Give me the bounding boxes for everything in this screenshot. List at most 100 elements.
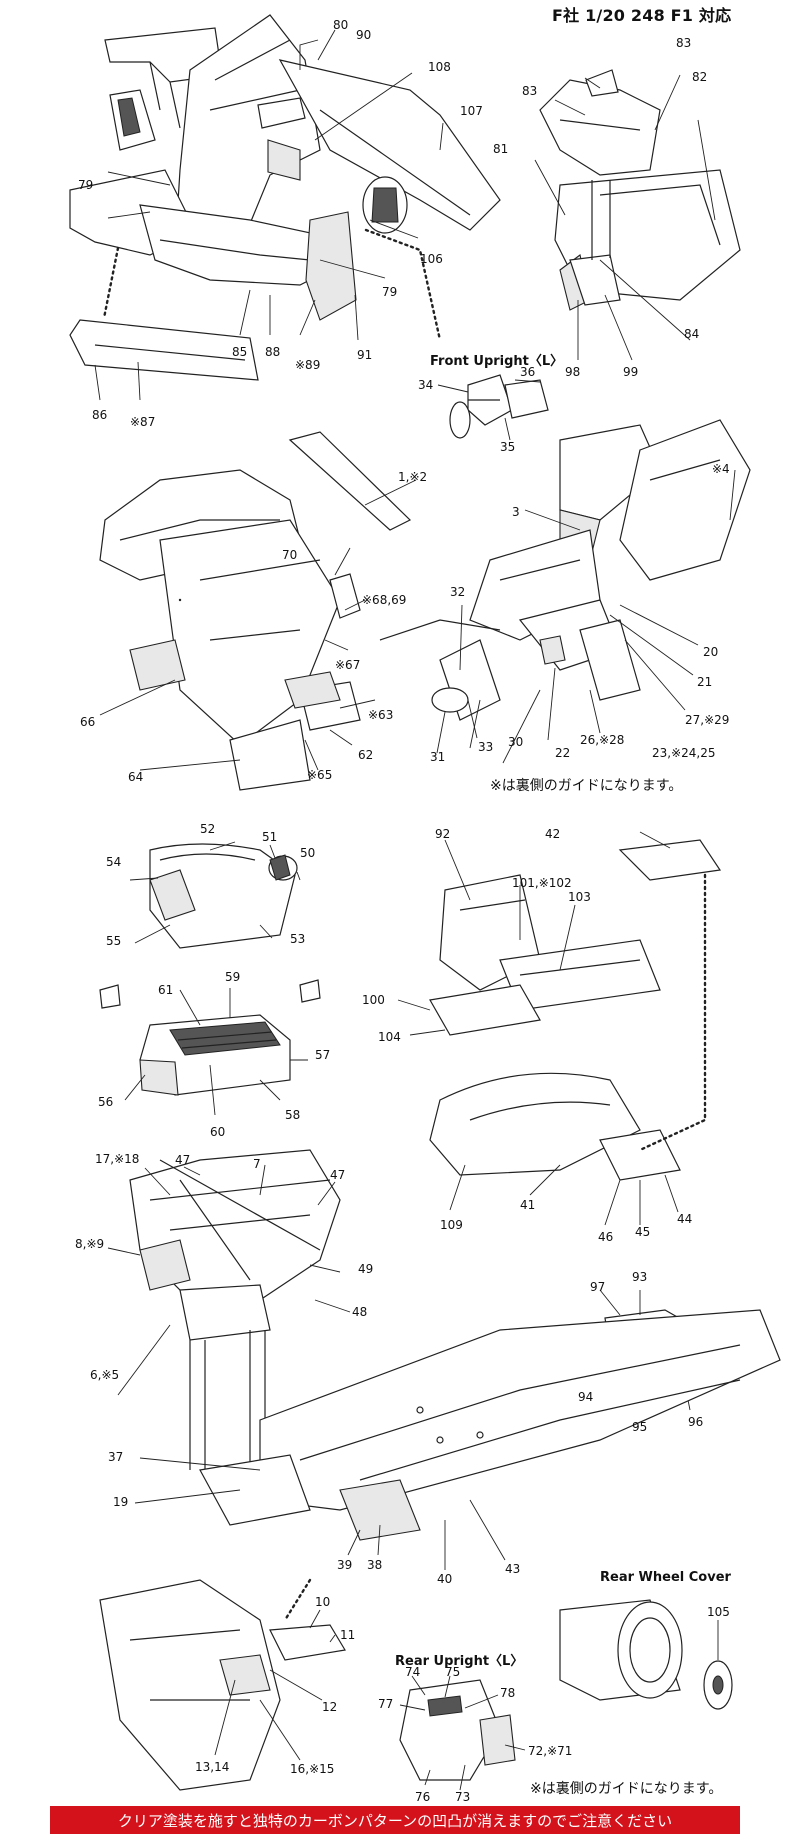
part-label: 109 xyxy=(440,1218,463,1232)
part-label: 17,※18 xyxy=(95,1152,140,1166)
part-label: 49 xyxy=(358,1262,374,1276)
part-label: 33 xyxy=(478,740,494,754)
part-label: 64 xyxy=(128,770,144,784)
part-label: 40 xyxy=(437,1572,453,1586)
rear-upright-heading: Rear Upright〈L〉 xyxy=(395,1654,524,1669)
floor-diffuser xyxy=(134,1309,781,1570)
part-label: 46 xyxy=(598,1230,614,1244)
part-label: ※4 xyxy=(712,462,730,476)
part-label: 76 xyxy=(415,1790,431,1804)
part-label: 26,※28 xyxy=(580,733,625,747)
airbox-parts xyxy=(129,841,301,949)
part-label: 106 xyxy=(420,252,443,266)
part-label: 43 xyxy=(505,1562,521,1576)
part-label: 50 xyxy=(300,846,316,860)
part-label: 77 xyxy=(378,1697,394,1711)
part-label: 82 xyxy=(692,70,708,84)
part-label: 99 xyxy=(623,365,639,379)
part-label: ※89 xyxy=(295,358,321,372)
part-label: 86 xyxy=(92,408,108,422)
warning-banner: クリア塗装を施すと独特のカーボンパターンの凹凸が消えますのでご注意ください xyxy=(50,1806,740,1834)
part-label: 58 xyxy=(285,1108,301,1122)
part-label: 10 xyxy=(315,1595,331,1609)
part-label: 20 xyxy=(703,645,719,659)
part-label: 59 xyxy=(225,970,241,984)
part-label: 94 xyxy=(578,1390,594,1404)
part-label: 11 xyxy=(340,1628,356,1642)
part-label: 13,14 xyxy=(195,1760,230,1774)
part-label: 44 xyxy=(677,1212,693,1226)
part-label: 62 xyxy=(358,748,374,762)
part-label: 98 xyxy=(565,365,581,379)
part-label: ※67 xyxy=(335,658,361,672)
part-label: 57 xyxy=(315,1048,331,1062)
part-label: 85 xyxy=(232,345,248,359)
guide-note: ※は裏側のガイドになります。 xyxy=(490,778,683,794)
part-label: 60 xyxy=(210,1125,226,1139)
part-label: 51 xyxy=(262,830,278,844)
part-label: 104 xyxy=(378,1030,401,1044)
page-title: F社 1/20 248 F1 対応 xyxy=(552,6,732,25)
sidepod-assembly xyxy=(99,431,417,791)
rear-wheel-cover-heading: Rear Wheel Cover xyxy=(600,1570,731,1585)
part-label: 78 xyxy=(500,1686,516,1700)
part-label: ※87 xyxy=(130,415,156,429)
part-label: 105 xyxy=(707,1605,730,1619)
part-label: 36 xyxy=(520,365,536,379)
part-label: 6,※5 xyxy=(90,1368,120,1382)
front-wing-assembly xyxy=(69,14,501,401)
part-label: 47 xyxy=(330,1168,346,1182)
part-label: 55 xyxy=(106,934,122,948)
part-label: 83 xyxy=(522,84,538,98)
part-label: 53 xyxy=(290,932,306,946)
part-label: 107 xyxy=(460,104,483,118)
part-label: 31 xyxy=(430,750,446,764)
rear-wing-assembly xyxy=(379,419,751,764)
part-label: 72,※71 xyxy=(528,1744,573,1758)
part-label: 108 xyxy=(428,60,451,74)
part-label: 42 xyxy=(545,827,561,841)
front-upright-parts xyxy=(437,374,549,441)
part-label: 1,※2 xyxy=(398,470,428,484)
part-label: 91 xyxy=(357,348,373,362)
part-label: 38 xyxy=(367,1558,383,1572)
part-label: 19 xyxy=(113,1495,129,1509)
part-label: 79 xyxy=(382,285,398,299)
part-label: 84 xyxy=(684,327,700,341)
part-label: 81 xyxy=(493,142,509,156)
part-label: 12 xyxy=(322,1700,338,1714)
part-label: 34 xyxy=(418,378,434,392)
part-label: 74 xyxy=(405,1665,421,1679)
part-label: ※68,69 xyxy=(362,593,407,607)
part-label: 21 xyxy=(697,675,713,689)
radiator-block xyxy=(99,979,321,1116)
part-label: 95 xyxy=(632,1420,648,1434)
part-label: 80 xyxy=(333,18,349,32)
part-label: 93 xyxy=(632,1270,648,1284)
part-label: 66 xyxy=(80,715,96,729)
part-label: ※65 xyxy=(307,768,333,782)
part-label: 41 xyxy=(520,1198,536,1212)
part-label: 32 xyxy=(450,585,466,599)
part-label: 103 xyxy=(568,890,591,904)
part-label: 88 xyxy=(265,345,281,359)
part-label: 27,※29 xyxy=(685,713,730,727)
part-label: 79 xyxy=(78,178,94,192)
part-label: 97 xyxy=(590,1280,606,1294)
part-label: 70 xyxy=(282,548,298,562)
part-label: 56 xyxy=(98,1095,114,1109)
rear-brake-duct xyxy=(99,1578,346,1791)
sidepod-floor-right xyxy=(397,831,722,1226)
part-label: 101,※102 xyxy=(512,876,572,890)
part-label: 3 xyxy=(512,505,520,519)
part-label: 90 xyxy=(356,28,372,42)
part-label: 75 xyxy=(445,1665,461,1679)
part-label: 96 xyxy=(688,1415,704,1429)
part-label: 22 xyxy=(555,746,571,760)
part-label: 23,※24,25 xyxy=(652,746,716,760)
part-label: 37 xyxy=(108,1450,124,1464)
part-label: 39 xyxy=(337,1558,353,1572)
part-label: 30 xyxy=(508,735,524,749)
part-label: 100 xyxy=(362,993,385,1007)
